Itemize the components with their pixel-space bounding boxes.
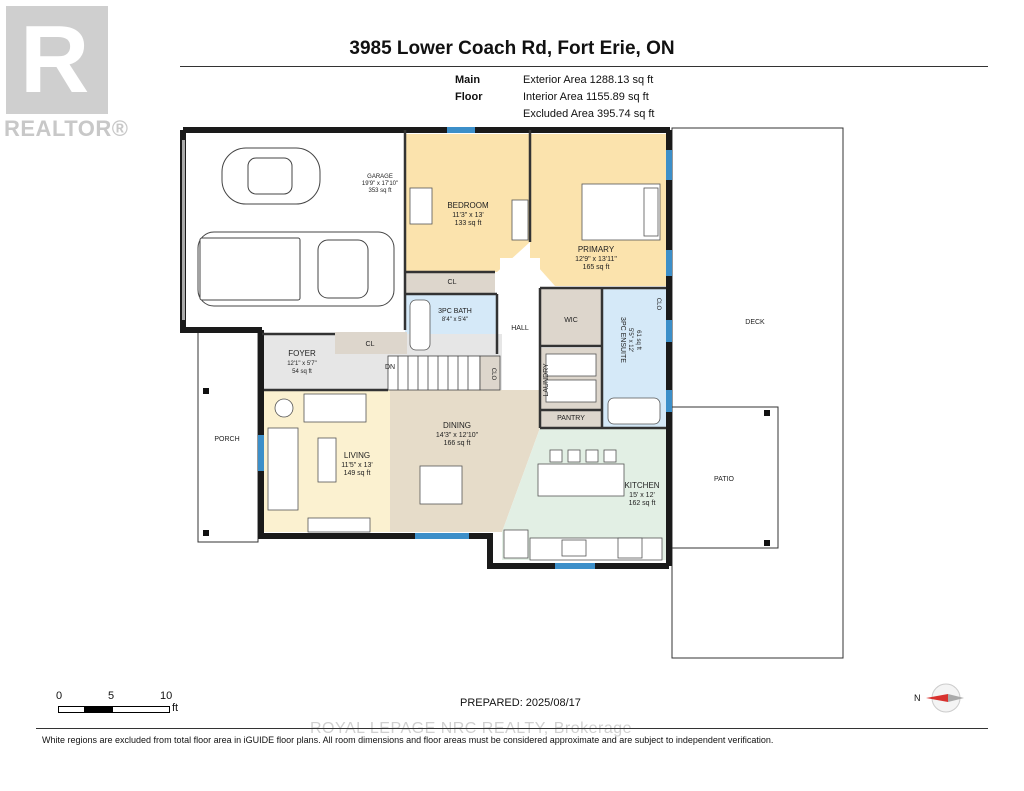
- primary-dims: 12'9" x 13'11": [575, 256, 617, 263]
- pantry-label: PANTRY: [557, 415, 585, 422]
- living-area: 149 sq ft: [344, 470, 371, 477]
- footer-divider: [36, 728, 988, 729]
- desk-icon: [409, 187, 433, 225]
- deck-label: DECK: [745, 319, 765, 326]
- compass-north-label: N: [914, 693, 921, 703]
- porch-label: PORCH: [214, 436, 239, 443]
- dining-area: 166 sq ft: [444, 440, 471, 447]
- sink-icon: [561, 539, 587, 557]
- disclaimer: White regions are excluded from total fl…: [42, 735, 774, 745]
- scale-tick-10: 10: [160, 690, 173, 702]
- stair-closet-label: CLO: [490, 368, 496, 381]
- laundry-label: LAUNDRY: [543, 363, 550, 397]
- logo-box: [6, 6, 108, 114]
- living-name: LIVING: [344, 451, 370, 460]
- interior-area: Interior Area 1155.89 sq ft: [523, 91, 649, 103]
- hall-label: HALL: [511, 325, 529, 332]
- couch-icon: [267, 427, 299, 511]
- foyer-closet-label: CL: [366, 341, 375, 348]
- porch-post: [203, 530, 209, 536]
- scale-segment: [84, 706, 114, 713]
- logo-letter: R: [20, 6, 90, 113]
- sofa-icon: [303, 393, 367, 423]
- garage-name: GARAGE: [367, 174, 393, 180]
- patio-post: [764, 540, 770, 546]
- truck-icon: [197, 231, 395, 307]
- patio-label: PATIO: [714, 476, 735, 483]
- primary-name: PRIMARY: [578, 245, 615, 254]
- stair-closet: [479, 355, 501, 391]
- garage-dims: 19'9" x 17'10": [362, 181, 398, 187]
- windows: [258, 127, 672, 569]
- prepared-date: PREPARED: 2025/08/17: [460, 697, 581, 709]
- furniture: [267, 183, 663, 561]
- ensuite-area: 61 sq ft: [635, 330, 641, 350]
- coffee-table-icon: [317, 437, 337, 483]
- washer-icon: [545, 353, 597, 377]
- bath-dims: 8'4" x 5'4": [442, 317, 468, 323]
- foyer-closet: [335, 332, 407, 354]
- car-icon: [221, 147, 321, 205]
- interior-walls: [262, 130, 666, 430]
- scale-tick-5: 5: [108, 690, 115, 702]
- patio-area: [671, 406, 779, 549]
- stove-icon: [617, 537, 643, 559]
- ensuite-closet-label: CLO: [655, 298, 661, 311]
- living-dims: 11'5" x 13': [341, 462, 373, 469]
- wic-room: [540, 288, 602, 346]
- bedroom-closet: [405, 272, 495, 294]
- hall-room: [500, 258, 540, 408]
- scale-segment: [112, 706, 170, 713]
- fridge-icon: [503, 529, 529, 559]
- dining-table-icon: [419, 465, 463, 505]
- porch-post: [203, 388, 209, 394]
- tub-icon: [607, 397, 661, 425]
- bathtub-icon: [409, 299, 431, 351]
- scale-bar: 0 5 10 ft: [56, 690, 196, 720]
- exterior-area: Exterior Area 1288.13 sq ft: [523, 74, 654, 86]
- bedroom-name: BEDROOM: [447, 201, 489, 210]
- ensuite-dims: 5'5" x 12': [627, 328, 633, 352]
- wic-label: WIC: [564, 317, 578, 324]
- stairs: [387, 355, 481, 391]
- garage-door: [182, 140, 185, 320]
- excluded-area: Excluded Area 395.74 sq ft: [523, 108, 655, 120]
- scale-tick-0: 0: [56, 690, 63, 702]
- kitchen-dims: 15' x 12': [629, 492, 655, 499]
- dining-name: DINING: [443, 421, 471, 430]
- logo-text: REALTOR®: [4, 116, 129, 141]
- bedroom-room: [405, 134, 530, 272]
- floor-label: Main Floor: [455, 74, 483, 103]
- realtor-logo: R REALTOR®: [0, 0, 128, 141]
- bedroom-dims: 11'3" x 13': [452, 212, 484, 219]
- foyer-name: FOYER: [288, 349, 316, 358]
- patio-post: [764, 410, 770, 416]
- scale-unit: ft: [172, 702, 179, 714]
- ensuite-name: 3PC ENSUITE: [619, 317, 626, 363]
- bedroom-closet-label: CL: [448, 279, 457, 286]
- bath-name: 3PC BATH: [438, 308, 472, 315]
- scale-segment: [58, 706, 86, 713]
- deck-area: [671, 127, 844, 659]
- island-icon: [537, 463, 625, 497]
- kitchen-area: 162 sq ft: [629, 500, 656, 507]
- page-title: 3985 Lower Coach Rd, Fort Erie, ON: [349, 38, 675, 59]
- bedroom-area: 133 sq ft: [455, 220, 482, 227]
- console-icon: [307, 517, 371, 533]
- foyer-dims: 12'1" x 5'7": [287, 361, 317, 367]
- pantry-room: [540, 410, 602, 428]
- foyer-area: 54 sq ft: [292, 369, 312, 375]
- stairs-down-label: DN: [385, 364, 395, 371]
- dining-dims: 14'3" x 12'10": [436, 432, 479, 439]
- garage-area: 353 sq ft: [368, 188, 391, 194]
- dryer-icon: [545, 379, 597, 403]
- kitchen-name: KITCHEN: [624, 481, 659, 490]
- lamp-icon: [274, 398, 294, 418]
- porch-area: [197, 331, 259, 543]
- compass-icon: N: [914, 683, 966, 713]
- primary-area: 165 sq ft: [583, 264, 610, 271]
- title-divider: [180, 66, 988, 67]
